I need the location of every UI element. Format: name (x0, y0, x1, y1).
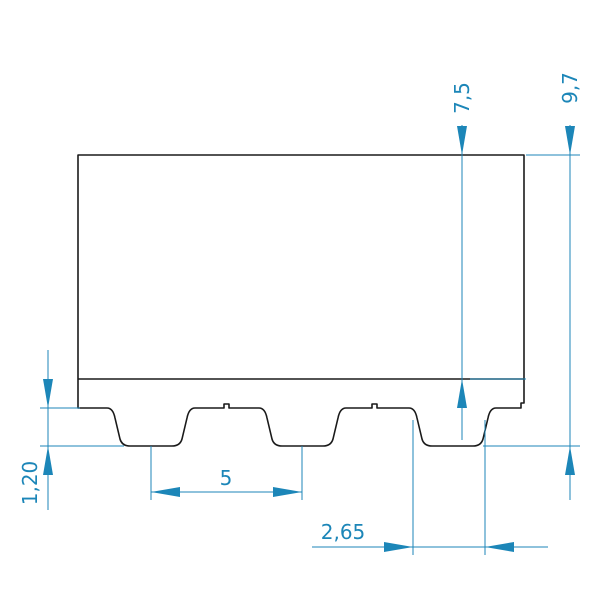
dimension-tooth-height: 1,20 (18, 350, 124, 510)
dimension-body-height: 7,5 (450, 82, 580, 440)
arrow-right-icon (384, 542, 413, 552)
dimension-label-tooth-width: 2,65 (321, 520, 366, 544)
dimension-label-total-height: 9,7 (558, 72, 582, 104)
arrow-up-icon (565, 446, 575, 475)
arrow-down-icon (43, 379, 53, 408)
arrow-up-icon (43, 446, 53, 475)
dimension-tooth-width: 2,65 (312, 420, 548, 555)
dimension-label-body-height: 7,5 (450, 82, 474, 114)
dimension-label-pitch: 5 (220, 466, 233, 490)
arrow-left-icon (151, 487, 180, 497)
belt-outline (77, 154, 525, 447)
arrow-down-icon (457, 126, 467, 155)
dimension-total-height: 9,7 (483, 72, 582, 500)
arrow-right-icon (273, 487, 302, 497)
dimension-label-tooth-height: 1,20 (18, 461, 42, 506)
belt-body-outline (77, 154, 525, 447)
dimension-pitch: 5 (150, 446, 303, 500)
arrow-left-icon (485, 542, 514, 552)
arrow-down-icon (565, 126, 575, 155)
arrow-up-icon (457, 379, 467, 408)
